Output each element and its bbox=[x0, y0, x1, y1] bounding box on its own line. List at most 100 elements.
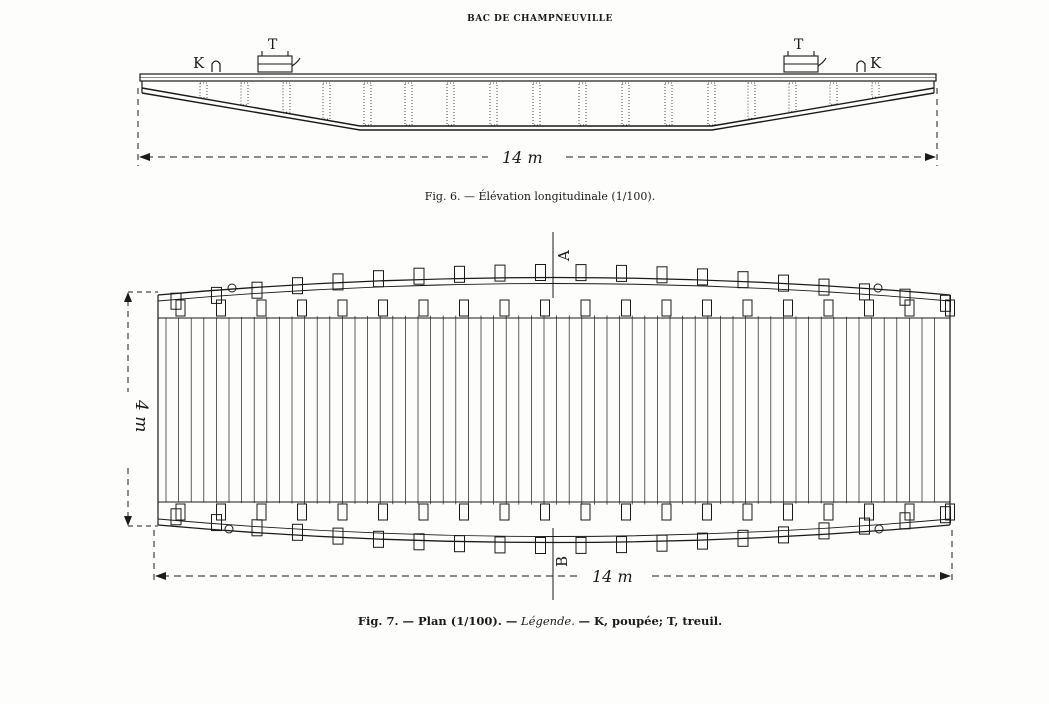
cleat-top-outer bbox=[575, 264, 587, 282]
cleat-top-inner bbox=[297, 299, 307, 317]
cleat-bottom-inner bbox=[823, 503, 834, 521]
bollard-circle-bl bbox=[224, 524, 234, 534]
cleat-top-outer bbox=[778, 274, 789, 292]
plan-dim-arrow-left bbox=[155, 572, 166, 580]
fig6-caption: Fig. 6. — Élévation longitudinale (1/100… bbox=[424, 190, 656, 203]
cleat-bottom-inner bbox=[459, 503, 469, 521]
plan-dim-arrow-right bbox=[940, 572, 951, 580]
cleat-bottom-inner bbox=[418, 503, 429, 521]
cleat-top-inner bbox=[216, 299, 226, 317]
cleat-top-inner bbox=[904, 299, 915, 317]
cleat-bottom-inner bbox=[175, 503, 186, 521]
cleat-bottom-outer bbox=[737, 529, 749, 547]
hull-rib bbox=[240, 82, 249, 106]
cleat-bottom-inner bbox=[904, 503, 915, 521]
hull-rib bbox=[664, 82, 673, 126]
section-label-b: B bbox=[553, 556, 571, 567]
hull-ribs bbox=[199, 82, 880, 126]
hull-rib bbox=[199, 82, 208, 99]
fig6-length-label: 14 m bbox=[502, 148, 543, 167]
fig7-width-label: 4 m bbox=[131, 399, 151, 432]
winch-left bbox=[257, 51, 301, 73]
cleat-top-inner bbox=[661, 299, 672, 317]
hull-rib bbox=[578, 82, 587, 126]
dim-arrow-left bbox=[139, 153, 150, 161]
hull-rib bbox=[363, 82, 372, 126]
fig7-caption-legend: Légende. bbox=[521, 614, 575, 628]
cleat-bottom-inner bbox=[702, 503, 712, 521]
cleat-bottom-inner bbox=[580, 503, 591, 521]
cleat-bottom-inner bbox=[621, 503, 631, 521]
header-title: BAC DE CHAMPNEUVILLE bbox=[467, 14, 613, 24]
hull-rib bbox=[532, 82, 541, 126]
cleat-top-outer bbox=[494, 264, 506, 282]
label-t-left: T bbox=[268, 37, 278, 53]
cleat-top-inner bbox=[378, 299, 388, 317]
deck-cleats bbox=[170, 264, 955, 554]
cleat-bottom-outer bbox=[454, 535, 465, 553]
cleat-top-outer bbox=[292, 277, 303, 295]
gunwale-bottom-inner bbox=[157, 518, 951, 537]
bollard-right bbox=[856, 60, 866, 72]
hull-rib bbox=[489, 82, 498, 126]
cleat-top-outer bbox=[454, 265, 465, 283]
bollard-circle-br bbox=[874, 524, 884, 534]
bollard-left bbox=[211, 60, 221, 72]
deck-planks bbox=[165, 315, 935, 505]
cleat-bottom-inner bbox=[256, 503, 267, 521]
cleat-bottom-outer bbox=[332, 527, 344, 545]
plan-drawing bbox=[124, 232, 955, 600]
cleat-top-inner bbox=[864, 299, 874, 317]
cleat-top-inner bbox=[499, 299, 510, 317]
cleat-bottom-outer bbox=[413, 533, 425, 551]
cleat-bottom-outer bbox=[292, 523, 303, 541]
fig7-caption-lead: Fig. 7. — Plan (1/100). — bbox=[357, 614, 518, 628]
cleat-top-outer bbox=[697, 268, 708, 286]
cleat-bottom-outer bbox=[697, 532, 708, 550]
cleat-bottom-inner bbox=[742, 503, 753, 521]
cleat-top-outer bbox=[656, 266, 668, 284]
cleat-bottom-outer bbox=[616, 536, 627, 554]
width-arrow-top bbox=[124, 292, 132, 302]
label-k-left: K bbox=[193, 54, 205, 72]
cleat-bottom-inner bbox=[945, 503, 955, 521]
fig7-length-label: 14 m bbox=[592, 567, 633, 586]
gunwale-bottom-outer bbox=[157, 524, 951, 544]
hull-rib bbox=[788, 82, 797, 112]
cleat-top-outer bbox=[859, 283, 870, 301]
hull-rib bbox=[446, 82, 455, 126]
cleat-bottom-inner bbox=[297, 503, 307, 521]
section-label-a: A bbox=[555, 250, 573, 262]
dim-arrow-right bbox=[925, 153, 936, 161]
width-arrow-bottom bbox=[124, 516, 132, 526]
cleat-top-outer bbox=[332, 273, 344, 291]
cleat-top-inner bbox=[823, 299, 834, 317]
cleat-top-inner bbox=[256, 299, 267, 317]
hull-rib bbox=[621, 82, 630, 126]
hull-rib bbox=[322, 82, 331, 120]
fig7-caption-tail: — K, poupée; T, treuil. bbox=[578, 614, 723, 628]
hull-bottom bbox=[141, 87, 935, 127]
cleat-top-inner bbox=[621, 299, 631, 317]
cleat-bottom-inner bbox=[337, 503, 348, 521]
cleat-bottom-inner bbox=[216, 503, 226, 521]
bollard-circle-tl bbox=[227, 283, 237, 293]
winch-right bbox=[783, 51, 827, 73]
cleat-top-outer bbox=[373, 270, 384, 288]
cleat-top-inner bbox=[540, 299, 550, 317]
cleat-bottom-outer bbox=[535, 537, 546, 554]
gunwale-top-inner bbox=[157, 283, 951, 302]
cleat-top-outer bbox=[535, 264, 546, 281]
cleat-top-inner bbox=[742, 299, 753, 317]
cleat-top-outer bbox=[616, 264, 627, 282]
hull-rib bbox=[404, 82, 413, 126]
cleat-top-outer bbox=[737, 271, 749, 289]
cleat-top-outer bbox=[251, 281, 263, 299]
fig7-caption: Fig. 7. — Plan (1/100). — Légende. — K, … bbox=[0, 614, 1049, 628]
cleat-top-inner bbox=[175, 299, 186, 317]
cleat-bottom-outer bbox=[818, 522, 830, 540]
hull-rib bbox=[747, 82, 756, 119]
hull-rib bbox=[707, 82, 716, 126]
hull-rib bbox=[282, 82, 291, 113]
cleat-top-inner bbox=[418, 299, 429, 317]
